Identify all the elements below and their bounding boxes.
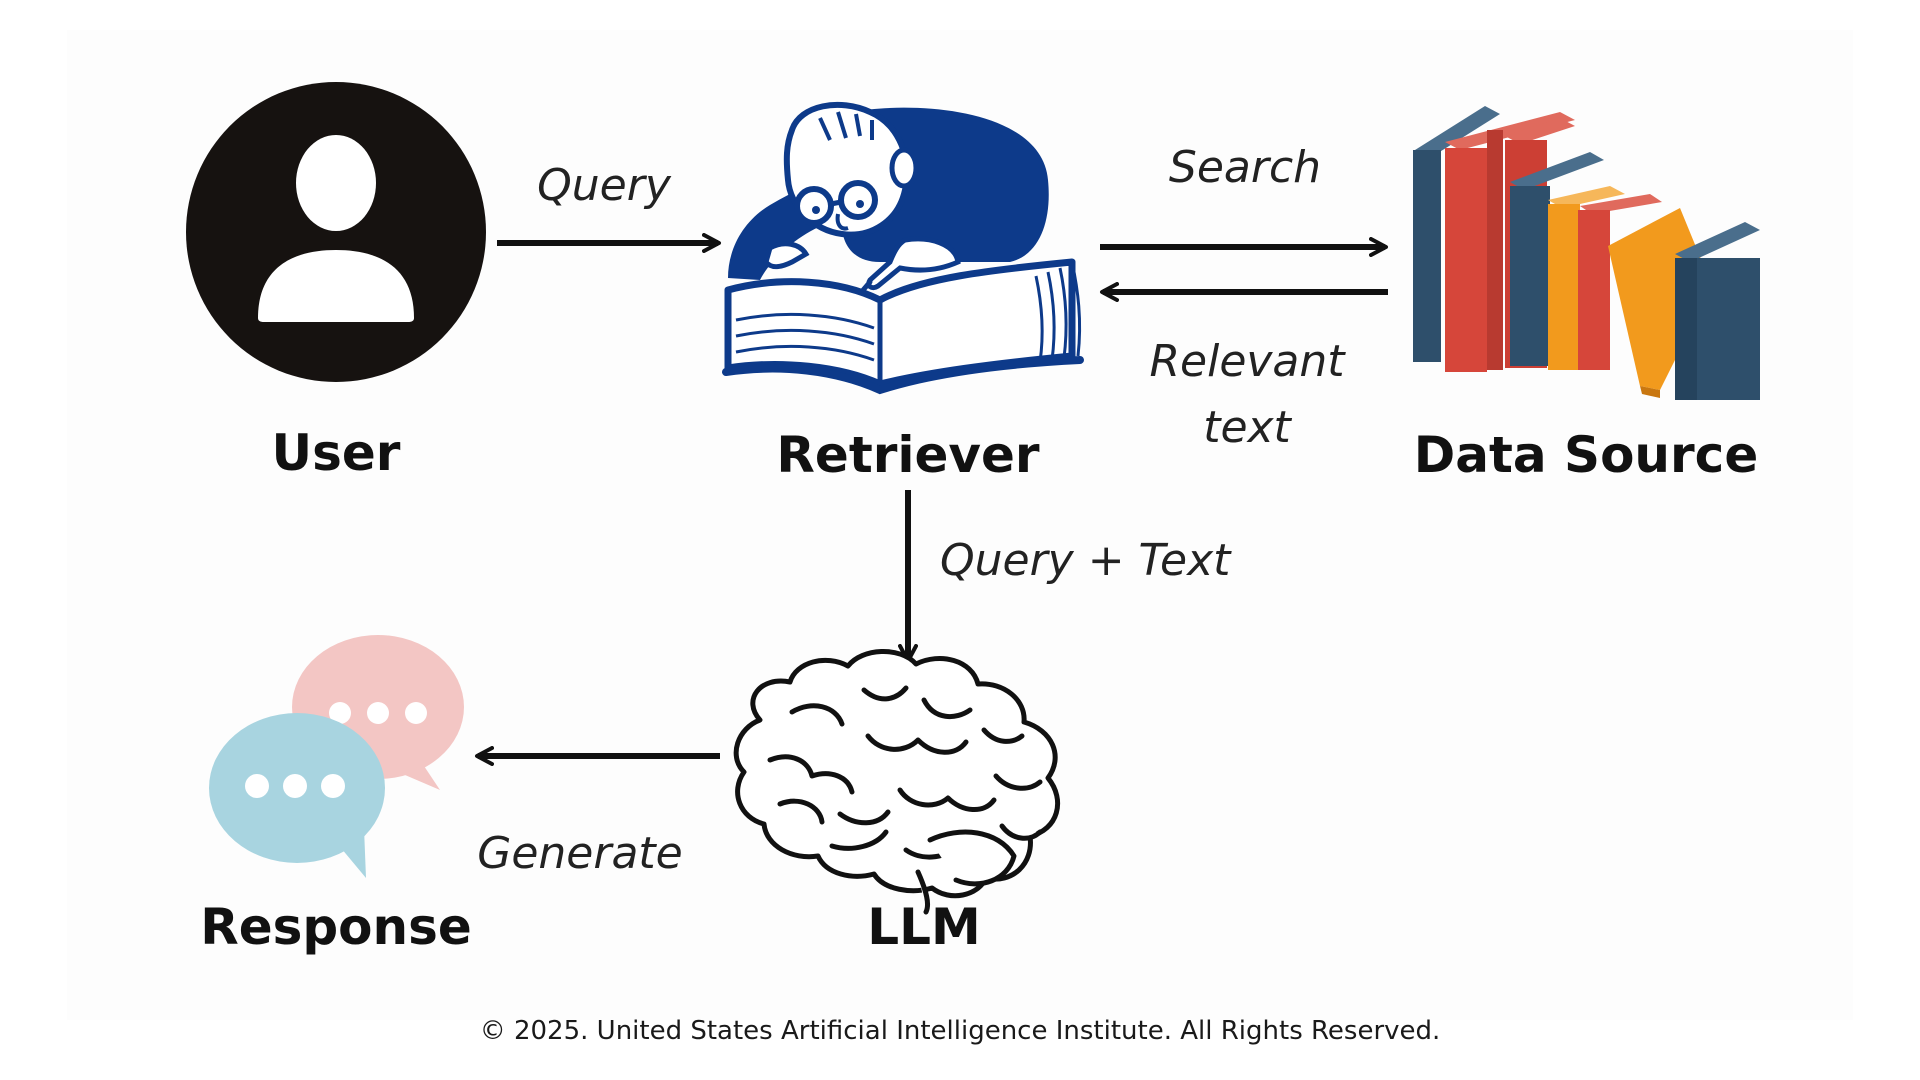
response-label: Response: [200, 898, 472, 956]
retriever-icon: [722, 101, 1084, 395]
search-edge-label: Search: [1169, 142, 1321, 193]
brain-icon: [733, 649, 1061, 915]
query-edge-label: Query: [537, 160, 672, 211]
blue-chat-bubble: [209, 713, 385, 878]
chat-bubbles-icon: [209, 635, 464, 878]
user-icon: [186, 82, 486, 382]
copyright-footer: © 2025. United States Artificial Intelli…: [479, 1016, 1441, 1046]
llm-label: LLM: [867, 898, 980, 956]
retriever-label: Retriever: [776, 426, 1040, 484]
user-label: User: [272, 424, 401, 482]
query-text-edge-label: Query + Text: [940, 535, 1232, 586]
relevant-text-edge-label-line2: text: [1203, 402, 1292, 453]
books-icon: [1413, 106, 1760, 400]
data-source-label: Data Source: [1414, 426, 1758, 484]
relevant-text-edge-label-line1: Relevant: [1149, 336, 1346, 387]
generate-edge-label: Generate: [477, 828, 683, 879]
